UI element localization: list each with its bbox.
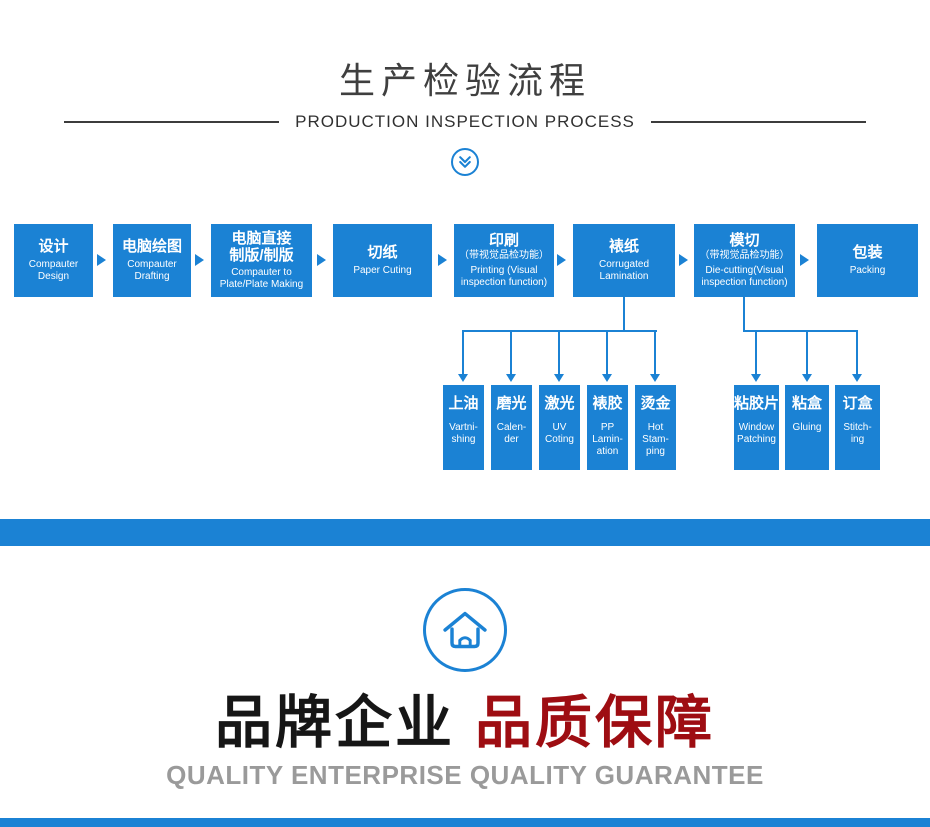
flow-step-en: Paper Cuting — [353, 264, 412, 276]
sub-step-en: UV Coting — [545, 421, 574, 445]
sub-step-en: Stitch- ing — [843, 421, 872, 445]
arrow-right-icon — [195, 254, 204, 266]
sub-step-cn: 裱胶 — [592, 395, 623, 412]
connector-line — [510, 331, 512, 375]
sub-step-cn: 粘盒 — [791, 395, 822, 412]
flow-step-en: Die-cutting(Visual inspection function) — [701, 264, 788, 288]
page-subtitle: PRODUCTION INSPECTION PROCESS — [295, 112, 635, 131]
arrow-down-icon — [554, 374, 564, 382]
subtitle-row: PRODUCTION INSPECTION PROCESS — [64, 112, 867, 132]
flow-step-cn: 裱纸 — [608, 238, 639, 256]
sub-step-en: Hot Stam- ping — [642, 421, 669, 457]
arrow-right-icon — [679, 254, 688, 266]
brand-row: 品牌企业 品质保障 — [0, 692, 930, 755]
flow-step-en: Compauter Design — [28, 258, 79, 282]
footer-caption: QUALITY ENTERPRISE QUALITY GUARANTEE — [166, 760, 764, 790]
connector-line — [623, 297, 625, 331]
flow-step-cn: 电脑绘图 — [121, 238, 182, 256]
home-icon — [423, 588, 507, 672]
connector-line — [654, 331, 656, 375]
arrow-down-icon — [650, 374, 660, 382]
page-title: 生产检验流程 — [338, 60, 591, 101]
finishing-step-uv-coating: 激光 UV Coting — [539, 385, 580, 470]
connector-line — [462, 331, 464, 375]
flow-step-plate-making: 电脑直接 制版/制版 Compauter to Plate/Plate Maki… — [211, 224, 312, 297]
finishing-step-pp-lamination: 裱胶 PP Lamin- ation — [587, 385, 628, 470]
connector-line — [755, 331, 757, 375]
finishing-step-calendering: 磨光 Calen- der — [491, 385, 532, 470]
arrow-down-icon — [506, 374, 516, 382]
divider-line-right — [650, 121, 867, 123]
arrow-down-icon — [458, 374, 468, 382]
connector-line — [806, 331, 808, 375]
connector-line — [856, 331, 858, 375]
flow-step-cn: 模切 — [729, 232, 760, 250]
flow-step-en: Printing (Visual inspection function) — [460, 264, 548, 288]
flow-step-cn: 设计 — [38, 238, 69, 256]
arrow-down-icon — [751, 374, 761, 382]
sub-step-cn: 订盒 — [842, 395, 873, 412]
flow-step-cn: 电脑直接 制版/制版 — [229, 229, 294, 264]
sub-step-cn: 粘胶片 — [734, 395, 780, 412]
finishing-step-hot-stamping: 烫金 Hot Stam- ping — [635, 385, 676, 470]
sub-step-en: Gluing — [792, 421, 822, 433]
flow-step-printing: 印刷 （带视觉品检功能） Printing (Visual inspection… — [454, 224, 554, 297]
flow-step-cn-note: （带视觉品检功能） — [699, 249, 790, 261]
arrow-down-icon — [852, 374, 862, 382]
brand-title-red: 品质保障 — [475, 691, 715, 755]
flow-step-en: Packing — [849, 264, 886, 276]
flow-step-en: Compauter to Plate/Plate Making — [219, 267, 304, 291]
diecut-step-gluing: 粘盒 Gluing — [785, 385, 829, 470]
sub-step-en: Window Patching — [737, 421, 776, 445]
arrow-right-icon — [557, 254, 566, 266]
flow-step-drafting: 电脑绘图 Compauter Drafting — [113, 224, 191, 297]
sub-step-en: Vartni- shing — [449, 421, 478, 445]
sub-step-en: Calen- der — [496, 421, 527, 445]
arrow-down-icon — [602, 374, 612, 382]
flow-step-en: Corrugated Lamination — [598, 258, 650, 282]
arrow-right-icon — [97, 254, 106, 266]
connector-line — [743, 297, 745, 331]
sub-step-cn: 上油 — [448, 395, 479, 412]
connector-line — [558, 331, 560, 375]
sub-step-cn: 磨光 — [496, 395, 527, 412]
flow-step-cn-note: （带视觉品检功能） — [459, 249, 549, 261]
connector-line — [606, 331, 608, 375]
chevron-down-icon — [451, 148, 479, 176]
divider-line-left — [64, 121, 280, 123]
flow-step-lamination: 裱纸 Corrugated Lamination — [573, 224, 675, 297]
flow-step-die-cutting: 模切 （带视觉品检功能） Die-cutting(Visual inspecti… — [694, 224, 795, 297]
blue-band — [0, 519, 930, 546]
flow-step-paper-cutting: 切纸 Paper Cuting — [333, 224, 432, 297]
flow-step-cn: 包装 — [852, 244, 883, 262]
diecut-step-window-patching: 粘胶片 Window Patching — [734, 385, 779, 470]
arrow-down-icon — [802, 374, 812, 382]
flow-step-en: Compauter Drafting — [127, 258, 177, 282]
flow-step-cn: 印刷 — [488, 232, 519, 250]
flow-step-design: 设计 Compauter Design — [14, 224, 93, 297]
sub-step-cn: 烫金 — [640, 395, 671, 412]
arrow-right-icon — [317, 254, 326, 266]
flow-step-packing: 包装 Packing — [817, 224, 918, 297]
connector-line — [743, 330, 858, 332]
arrow-right-icon — [800, 254, 809, 266]
brand-title-black: 品牌企业 — [215, 691, 455, 755]
arrow-right-icon — [438, 254, 447, 266]
diecut-step-stitching: 订盒 Stitch- ing — [835, 385, 880, 470]
sub-step-cn: 激光 — [544, 395, 575, 412]
sub-step-en: PP Lamin- ation — [592, 421, 623, 457]
bottom-strip — [0, 818, 930, 827]
flow-step-cn: 切纸 — [367, 244, 398, 262]
finishing-step-varnishing: 上油 Vartni- shing — [443, 385, 484, 470]
